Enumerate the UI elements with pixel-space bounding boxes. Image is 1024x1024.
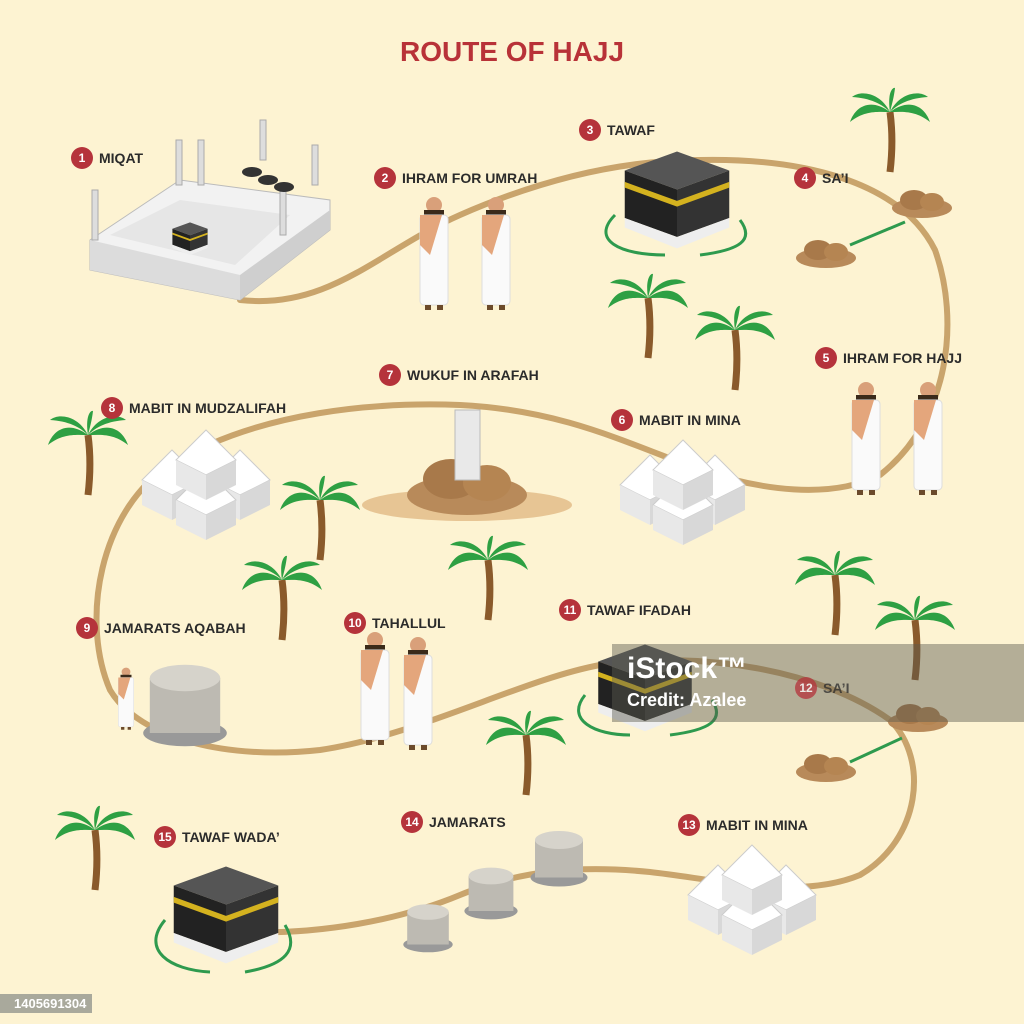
masjid-illustration bbox=[89, 119, 331, 301]
image-id-tag: 1405691304 bbox=[0, 994, 93, 1013]
step-number-badge: 15 bbox=[154, 826, 176, 848]
watermark-logo: iStock™ bbox=[627, 652, 748, 685]
step-number-badge: 11 bbox=[559, 599, 581, 621]
step-15: 15 TAWAF WADA’ bbox=[154, 826, 280, 848]
step-label: JAMARATS AQABAH bbox=[104, 620, 246, 636]
step-13: 13 MABIT IN MINA bbox=[678, 814, 808, 836]
jamarat-pillars bbox=[403, 831, 588, 953]
step-label: MABIT IN MUDZALIFAH bbox=[129, 400, 287, 416]
step-3: 3 TAWAF bbox=[579, 119, 655, 141]
step-6: 6 MABIT IN MINA bbox=[611, 409, 741, 431]
step-label: IHRAM FOR UMRAH bbox=[402, 170, 538, 186]
step-label: IHRAM FOR HAJJ bbox=[843, 350, 963, 366]
step-8: 8 MABIT IN MUDZALIFAH bbox=[101, 397, 286, 419]
step-number-badge: 10 bbox=[344, 612, 366, 634]
step-11: 11 TAWAF IFADAH bbox=[559, 599, 691, 621]
step-5: 5 IHRAM FOR HAJJ bbox=[815, 347, 962, 369]
step-number-badge: 4 bbox=[794, 167, 816, 189]
step-number-badge: 12 bbox=[795, 677, 817, 699]
step-1: 1 MIQAT bbox=[71, 147, 143, 169]
mina-tents-2 bbox=[687, 844, 817, 956]
step-number-badge: 5 bbox=[815, 347, 837, 369]
step-label: WUKUF IN ARAFAH bbox=[407, 367, 539, 383]
step-number-badge: 7 bbox=[379, 364, 401, 386]
kaaba-tawaf-ifadah bbox=[577, 644, 718, 737]
step-label: SA’I bbox=[822, 170, 849, 186]
step-label: TAWAF bbox=[607, 122, 655, 138]
step-label: MABIT IN MINA bbox=[706, 817, 808, 833]
step-number-badge: 13 bbox=[678, 814, 700, 836]
step-number-badge: 1 bbox=[71, 147, 93, 169]
mina-tents bbox=[619, 439, 746, 546]
mudzalifah-tents bbox=[141, 429, 271, 541]
step-number-badge: 3 bbox=[579, 119, 601, 141]
watermark-band bbox=[612, 644, 1024, 722]
step-label: JAMARATS bbox=[429, 814, 506, 830]
arafah-mount bbox=[362, 409, 572, 521]
page-title: ROUTE OF HAJJ bbox=[399, 36, 625, 67]
step-number-badge: 9 bbox=[76, 617, 98, 639]
step-label: TAHALLUL bbox=[372, 615, 446, 631]
kaaba-tawaf-wada bbox=[154, 866, 293, 974]
step-label: TAWAF IFADAH bbox=[587, 602, 691, 618]
step-9: 9 JAMARATS AQABAH bbox=[76, 617, 246, 639]
step-label: MIQAT bbox=[99, 150, 144, 166]
step-2: 2 IHRAM FOR UMRAH bbox=[374, 167, 537, 189]
step-number-badge: 2 bbox=[374, 167, 396, 189]
step-14: 14 JAMARATS bbox=[401, 811, 506, 833]
watermark-credit: Credit: Azalee bbox=[627, 690, 747, 710]
sai-hills bbox=[796, 190, 952, 268]
kaaba-tawaf bbox=[604, 151, 748, 257]
pilgrims-ihram-hajj bbox=[851, 381, 943, 496]
step-4: 4 SA’I bbox=[794, 167, 848, 189]
sai-hills-2 bbox=[796, 704, 948, 782]
jamarat-aqabah bbox=[118, 664, 227, 747]
step-12: 12 SA’I bbox=[795, 677, 849, 699]
step-7: 7 WUKUF IN ARAFAH bbox=[379, 364, 539, 386]
step-label: MABIT IN MINA bbox=[639, 412, 741, 428]
step-number-badge: 6 bbox=[611, 409, 633, 431]
step-10: 10 TAHALLUL bbox=[344, 612, 446, 634]
step-number-badge: 14 bbox=[401, 811, 423, 833]
step-number-badge: 8 bbox=[101, 397, 123, 419]
step-label: SA’I bbox=[823, 680, 850, 696]
step-label: TAWAF WADA’ bbox=[182, 829, 280, 845]
